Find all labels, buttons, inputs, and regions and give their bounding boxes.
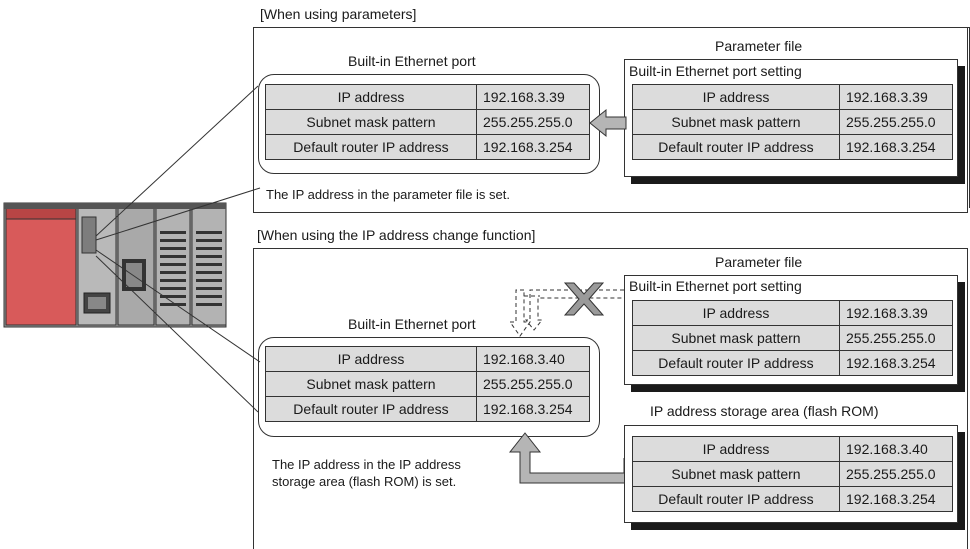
top-section-border — [253, 27, 968, 213]
blocked-arrow-head — [509, 289, 531, 337]
bottom-port-label: Built-in Ethernet port — [348, 316, 476, 332]
up-arrow-icon — [508, 432, 625, 484]
top-port-label: Built-in Ethernet port — [348, 53, 476, 69]
bottom-note-line1: The IP address in the IP address — [272, 457, 461, 472]
bottom-port-group — [258, 337, 600, 437]
top-note: The IP address in the parameter file is … — [266, 187, 510, 202]
cross-mark-icon — [563, 282, 605, 316]
bottom-setting-label: Built-in Ethernet port setting — [629, 278, 802, 294]
bottom-section-frame — [253, 248, 968, 549]
storage-area-label: IP address storage area (flash ROM) — [650, 403, 879, 419]
bottom-note: The IP address in the IP address storage… — [272, 456, 461, 490]
bottom-note-line2: storage area (flash ROM) is set. — [272, 474, 457, 489]
blocked-path-outer — [524, 289, 624, 331]
top-section-title: [When using parameters] — [260, 6, 417, 22]
top-parameter-file-label: Parameter file — [715, 38, 803, 54]
plc-module-icon — [3, 202, 227, 328]
top-setting-label: Built-in Ethernet port setting — [629, 63, 802, 79]
bottom-section-title: [When using the IP address change functi… — [257, 227, 536, 243]
left-arrow-icon — [589, 108, 627, 138]
bottom-parameter-file-label: Parameter file — [715, 254, 803, 270]
